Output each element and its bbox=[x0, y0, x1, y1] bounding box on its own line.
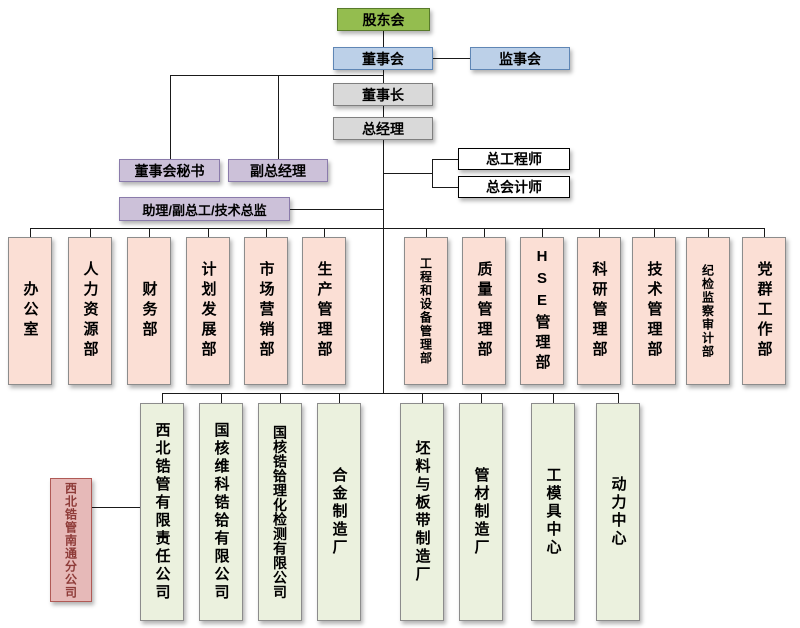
connector-drop-line bbox=[542, 228, 543, 237]
connector-drop-line bbox=[149, 228, 150, 237]
connector-drop-line bbox=[280, 393, 281, 403]
connector-drop-line bbox=[599, 228, 600, 237]
unit-box-tooling-center: 工模具中心 bbox=[531, 403, 575, 621]
dept-box-hse-management: HSE管理部 bbox=[520, 237, 564, 385]
connector-line bbox=[432, 187, 458, 188]
connector-drop-line bbox=[162, 393, 163, 403]
connector-drop-line bbox=[30, 228, 31, 237]
connector-line bbox=[290, 209, 383, 210]
unit-box-power-center: 动力中心 bbox=[596, 403, 640, 621]
dept-box-party-mass-work: 党群工作部 bbox=[742, 237, 786, 385]
connector-bus-line bbox=[162, 393, 618, 394]
connector-drop-line bbox=[422, 393, 423, 403]
dept-box-quality-management: 质量管理部 bbox=[462, 237, 506, 385]
unit-box-snwec-zirconium-hafnium: 国核维科锆铪有限公司 bbox=[199, 403, 243, 621]
connector-line bbox=[432, 159, 458, 160]
connector-line bbox=[383, 70, 384, 83]
unit-box-tube-plant: 管材制造厂 bbox=[459, 403, 503, 621]
dept-box-finance: 财务部 bbox=[127, 237, 171, 385]
unit-box-billet-strip-plant: 坯料与板带制造厂 bbox=[400, 403, 444, 621]
connector-bus-line bbox=[30, 228, 764, 229]
shareholders-meeting-box: 股东会 bbox=[337, 8, 430, 31]
dept-box-discipline-audit: 纪检监察审计部 bbox=[686, 237, 730, 385]
connector-line bbox=[432, 159, 433, 187]
board-secretary-box: 董事会秘书 bbox=[119, 159, 220, 182]
connector-line bbox=[170, 75, 383, 76]
connector-drop-line bbox=[426, 228, 427, 237]
assistant-deputy-chief-box: 助理/副总工/技术总监 bbox=[119, 197, 290, 221]
connector-drop-line bbox=[618, 393, 619, 403]
connector-line bbox=[92, 507, 140, 508]
dept-box-office: 办公室 bbox=[8, 237, 52, 385]
dept-box-marketing: 市场营销部 bbox=[244, 237, 288, 385]
dept-box-planning-development: 计划发展部 bbox=[186, 237, 230, 385]
connector-drop-line bbox=[221, 393, 222, 403]
deputy-general-manager-box: 副总经理 bbox=[228, 159, 328, 182]
connector-drop-line bbox=[481, 393, 482, 403]
dept-box-research-management: 科研管理部 bbox=[577, 237, 621, 385]
supervisory-board-box: 监事会 bbox=[470, 47, 570, 70]
unit-box-zirconium-hafnium-testing: 国核锆铪理化检测有限公司 bbox=[258, 403, 302, 621]
dept-box-engineering-equipment: 工程和设备管理部 bbox=[404, 237, 448, 385]
connector-line bbox=[383, 173, 432, 174]
connector-drop-line bbox=[208, 228, 209, 237]
dept-box-technology-management: 技术管理部 bbox=[632, 237, 676, 385]
connector-trunk-line bbox=[383, 140, 384, 393]
general-manager-box: 总经理 bbox=[333, 117, 433, 140]
connector-drop-line bbox=[266, 228, 267, 237]
connector-drop-line bbox=[90, 228, 91, 237]
connector-drop-line bbox=[553, 393, 554, 403]
dept-box-production-management: 生产管理部 bbox=[302, 237, 346, 385]
branch-box-nantong: 西北锆管南通分公司 bbox=[50, 478, 92, 602]
connector-line bbox=[170, 75, 171, 159]
unit-box-northwest-zirconium-tube: 西北锆管有限责任公司 bbox=[140, 403, 184, 621]
connector-drop-line bbox=[339, 393, 340, 403]
connector-drop-line bbox=[654, 228, 655, 237]
connector-line bbox=[433, 58, 470, 59]
connector-drop-line bbox=[764, 228, 765, 237]
chief-accountant-box: 总会计师 bbox=[458, 176, 570, 198]
chairman-box: 董事长 bbox=[333, 83, 433, 106]
connector-drop-line bbox=[484, 228, 485, 237]
connector-drop-line bbox=[708, 228, 709, 237]
connector-line bbox=[278, 75, 279, 159]
unit-box-alloy-plant: 合金制造厂 bbox=[317, 403, 361, 621]
connector-drop-line bbox=[324, 228, 325, 237]
board-of-directors-box: 董事会 bbox=[333, 47, 433, 70]
dept-box-human-resources: 人力资源部 bbox=[68, 237, 112, 385]
chief-engineer-box: 总工程师 bbox=[458, 148, 570, 170]
connector-line bbox=[383, 31, 384, 47]
connector-line bbox=[383, 106, 384, 117]
